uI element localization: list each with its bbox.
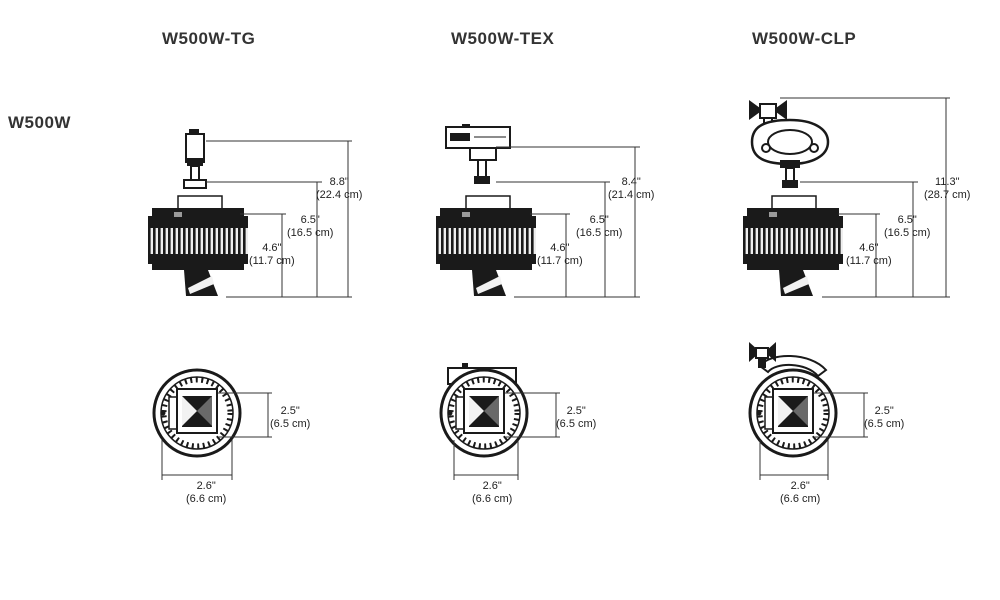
tex-top-width-label: 2.6"(6.6 cm)	[472, 480, 513, 505]
clp-top-width-label: 2.6"(6.6 cm)	[780, 480, 821, 505]
clp-height-mid-label: 6.5"(16.5 cm)	[884, 214, 931, 239]
tex-top-depth-label: 2.5"(6.5 cm)	[556, 405, 597, 430]
tex-height-overall-label: 8.4"(21.4 cm)	[608, 176, 655, 201]
model-title-tg: W500W-TG	[162, 29, 256, 48]
series-label: W500W	[8, 113, 71, 132]
tex-top-view	[441, 363, 527, 456]
tex-dimension-lines	[496, 146, 640, 298]
tg-height-body-label: 4.6"(11.7 cm)	[249, 242, 295, 267]
tex-side-view	[436, 124, 536, 296]
tg-top-view	[154, 370, 240, 456]
clp-height-overall-label: 11.3"(28.7 cm)	[924, 176, 971, 201]
model-title-tex: W500W-TEX	[451, 29, 555, 48]
tg-top-width-label: 2.6"(6.6 cm)	[186, 480, 227, 505]
tg-top-dimension-lines	[161, 392, 272, 480]
clp-top-view	[749, 342, 836, 456]
tex-height-body-label: 4.6"(11.7 cm)	[537, 242, 583, 267]
clp-side-view	[743, 100, 843, 296]
tg-height-mid-label: 6.5"(16.5 cm)	[287, 214, 334, 239]
tg-side-view	[148, 129, 248, 296]
clp-top-depth-label: 2.5"(6.5 cm)	[864, 405, 905, 430]
tg-height-overall-label: 8.8"(22.4 cm)	[316, 176, 363, 201]
tex-top-dimension-lines	[453, 392, 560, 480]
model-title-clp: W500W-CLP	[752, 29, 857, 48]
tg-top-depth-label: 2.5"(6.5 cm)	[270, 405, 311, 430]
clp-height-body-label: 4.6"(11.7 cm)	[846, 242, 892, 267]
tg-dimension-lines	[206, 140, 352, 298]
clp-dimension-lines	[780, 97, 950, 298]
tex-height-mid-label: 6.5"(16.5 cm)	[576, 214, 623, 239]
clp-top-dimension-lines	[759, 392, 868, 480]
